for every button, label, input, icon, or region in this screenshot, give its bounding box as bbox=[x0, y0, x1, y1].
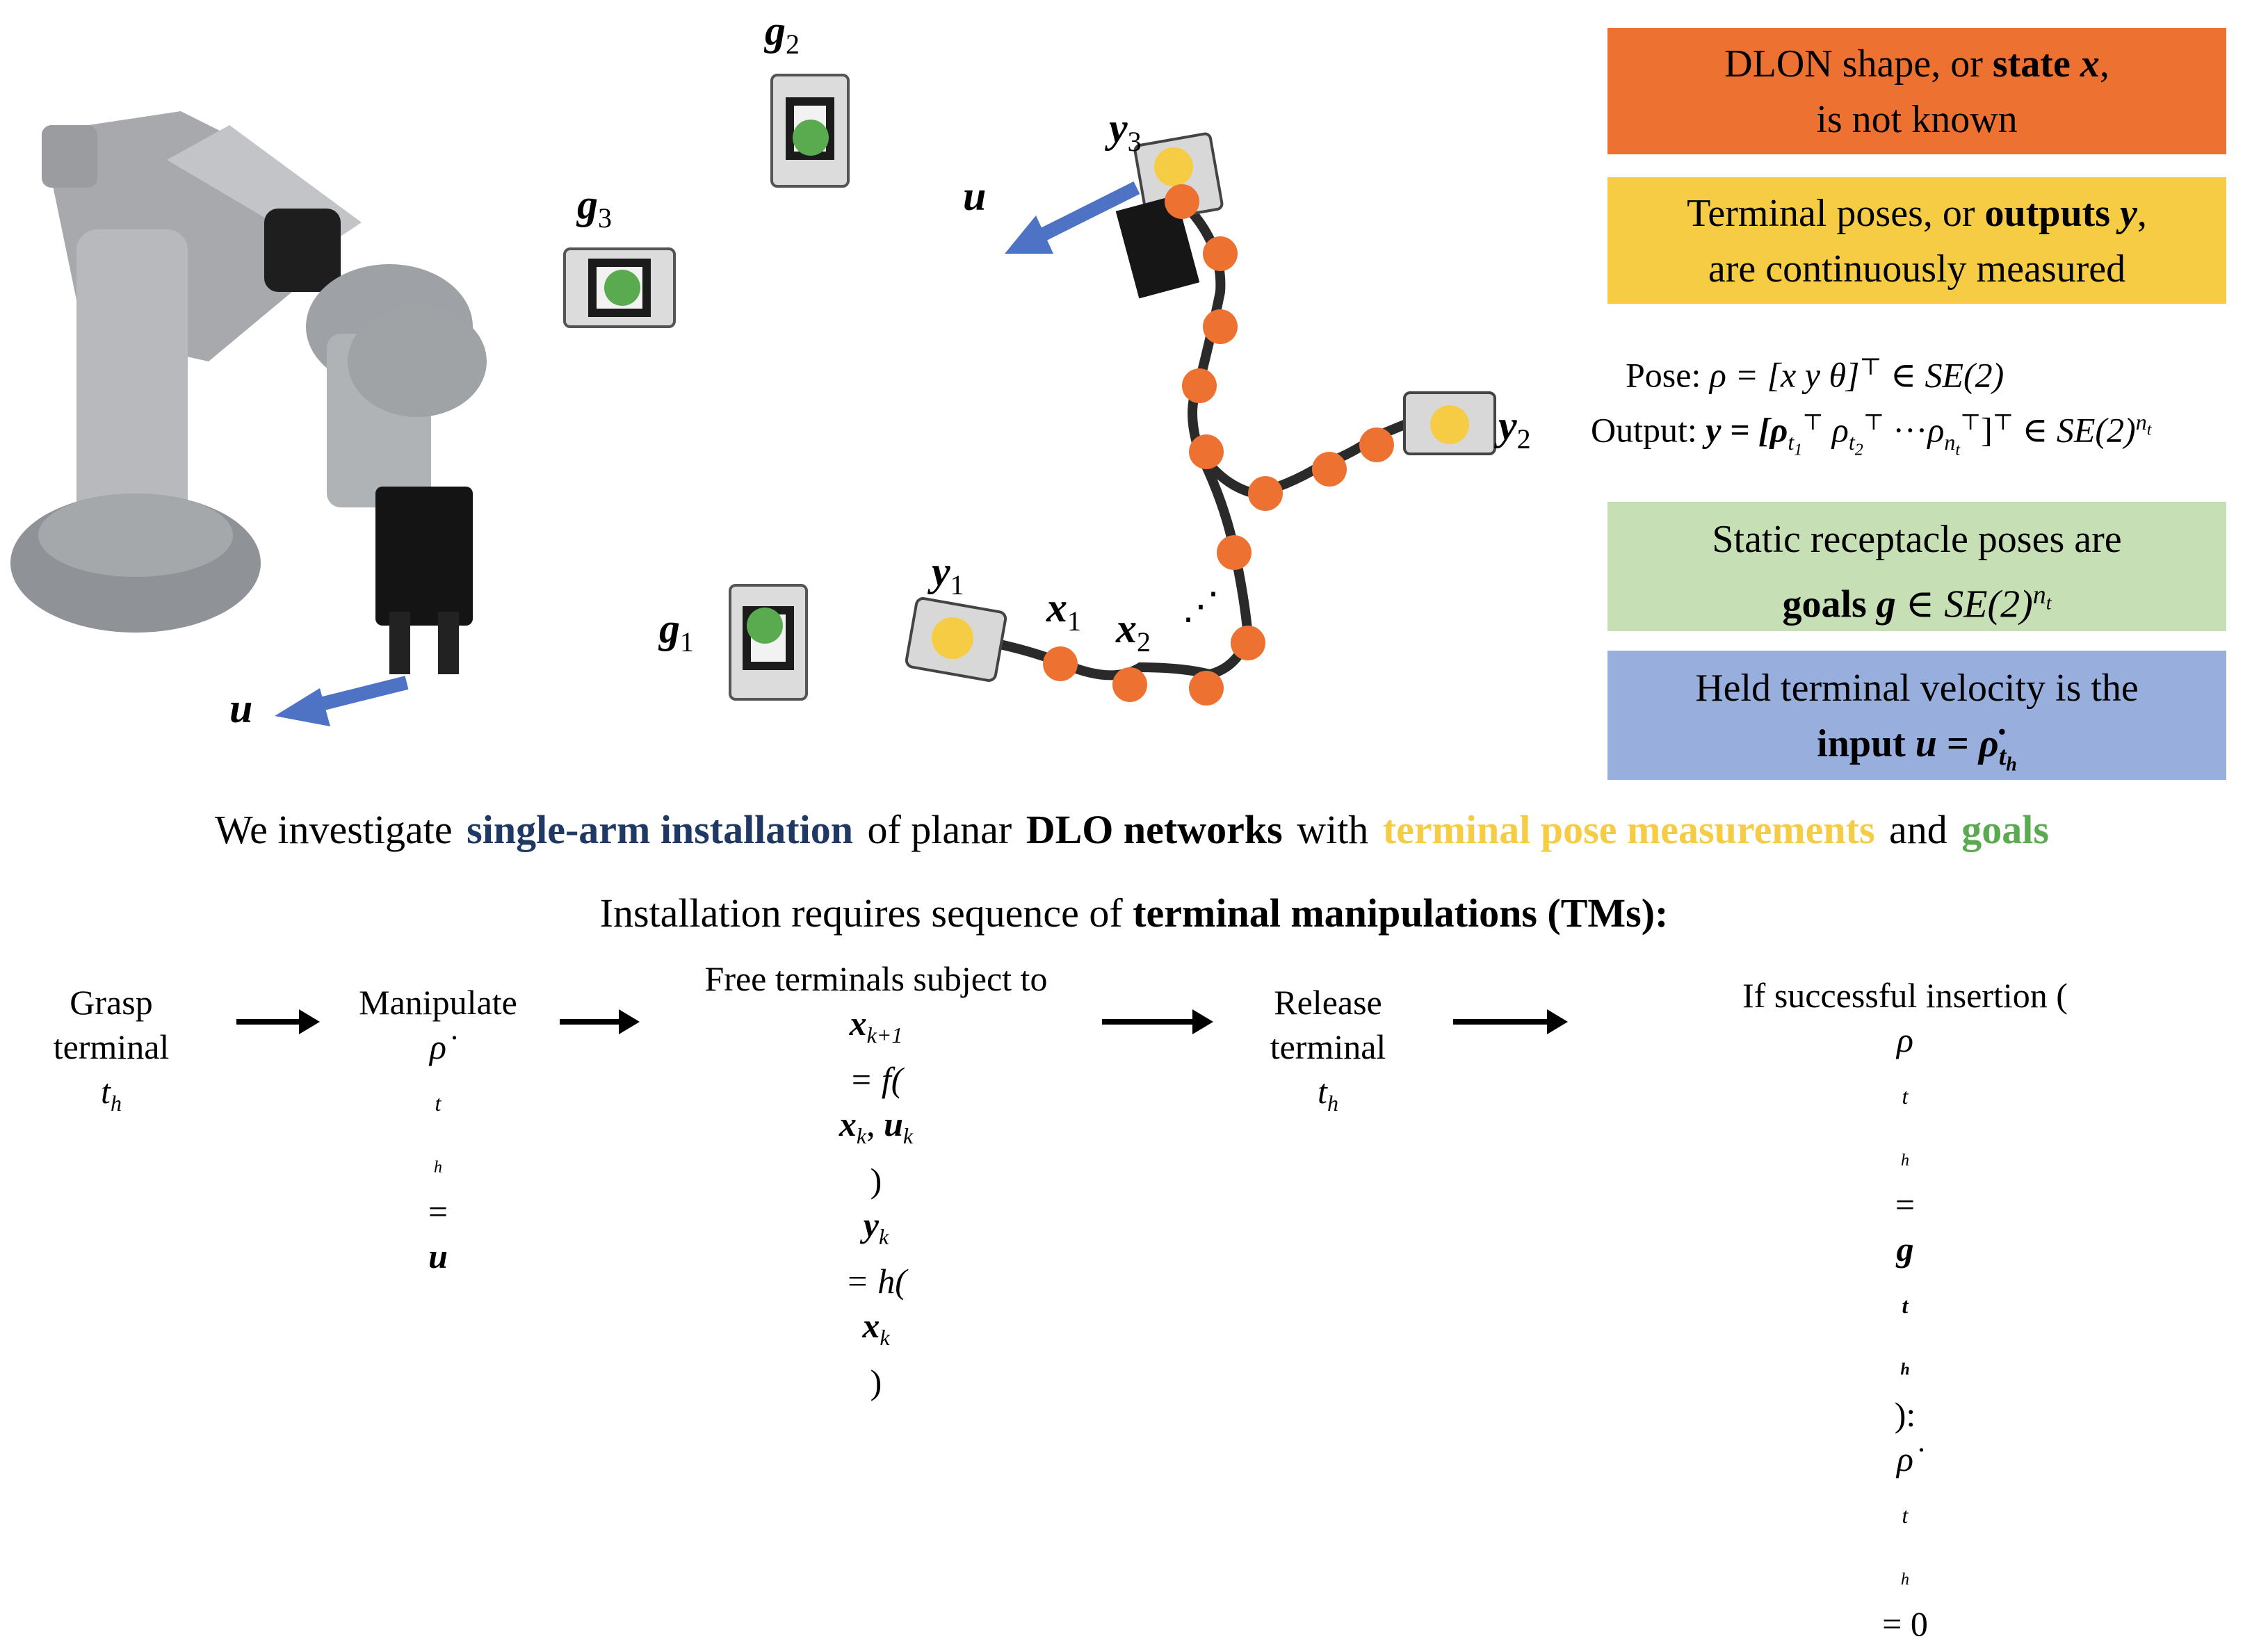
state-box: DLON shape, or state x, is not known bbox=[1607, 28, 2226, 154]
flow-arrow-4 bbox=[1453, 1009, 1568, 1034]
step-grasp: Grasp terminal th bbox=[53, 983, 170, 1116]
goals-box: Static receptacle poses are goals g ∈ SE… bbox=[1607, 502, 2226, 631]
state-node bbox=[1182, 368, 1217, 403]
label-y2: y2 bbox=[1498, 402, 1531, 455]
velocity-arrow-left bbox=[275, 676, 409, 726]
label-x1: x1 bbox=[1046, 585, 1081, 637]
terminal-y2 bbox=[1403, 391, 1496, 455]
label-u-left: u bbox=[229, 685, 253, 731]
pose-equation: Pose: ρ = [x y θ]⊤ ∈ SE(2) bbox=[1626, 355, 2004, 395]
state-node bbox=[1217, 535, 1252, 570]
flow-arrow-3 bbox=[1102, 1009, 1213, 1034]
label-x2: x2 bbox=[1116, 605, 1151, 658]
label-g1: g1 bbox=[659, 605, 694, 658]
scene-illustration bbox=[10, 74, 1496, 726]
robot-gripper bbox=[375, 487, 473, 626]
state-node bbox=[1203, 236, 1238, 271]
terminal-marker bbox=[1430, 405, 1469, 444]
cable-branch bbox=[1250, 412, 1430, 498]
flow-arrow-2 bbox=[560, 1009, 640, 1034]
state-node bbox=[1189, 434, 1224, 469]
state-node bbox=[1043, 646, 1078, 681]
state-node bbox=[1312, 452, 1347, 487]
robot-lower-arm bbox=[76, 229, 188, 563]
goal-marker bbox=[793, 120, 829, 156]
state-node bbox=[1203, 309, 1238, 344]
terminal-y1 bbox=[905, 597, 1007, 682]
robot-arm bbox=[10, 111, 487, 674]
label-g3: g3 bbox=[577, 181, 612, 234]
terminal-y3 bbox=[1115, 132, 1224, 299]
terminal-marker bbox=[1154, 147, 1193, 186]
state-node bbox=[1248, 476, 1283, 511]
state-nodes bbox=[1043, 184, 1394, 706]
goal-marker bbox=[604, 270, 640, 306]
state-node bbox=[1189, 671, 1224, 706]
label-g2: g2 bbox=[765, 8, 800, 60]
label-u-top: u bbox=[963, 173, 987, 219]
summary-sentence: We investigate single-arm installation o… bbox=[215, 807, 2049, 852]
goal-marker bbox=[747, 608, 783, 644]
receptacle-g1 bbox=[729, 584, 808, 701]
state-node bbox=[1231, 626, 1265, 660]
step-release: Release terminal th bbox=[1270, 983, 1386, 1116]
tm-subtitle: Installation requires sequence of termin… bbox=[599, 890, 1669, 936]
state-node bbox=[1165, 184, 1199, 219]
receptacle-g2 bbox=[770, 74, 850, 188]
output-equation: Output: y = [ρt1⊤ ρt2⊤ ···ρnt⊤]⊤ ∈ SE(2)… bbox=[1591, 409, 2152, 459]
flow-arrows bbox=[236, 1009, 1568, 1034]
state-node bbox=[1359, 427, 1394, 462]
input-box: Held terminal velocity is the input u = … bbox=[1607, 651, 2226, 780]
state-node bbox=[1112, 667, 1147, 702]
label-y1: y1 bbox=[932, 548, 964, 601]
label-y3: y3 bbox=[1109, 105, 1142, 157]
receptacle-g3 bbox=[563, 247, 676, 328]
velocity-arrow-top bbox=[1005, 181, 1140, 254]
flow-arrow-1 bbox=[236, 1009, 320, 1034]
terminal-marker bbox=[932, 617, 973, 659]
outputs-box: Terminal poses, or outputs y, are contin… bbox=[1607, 177, 2226, 304]
label-dots: ⋰ bbox=[1182, 585, 1220, 627]
